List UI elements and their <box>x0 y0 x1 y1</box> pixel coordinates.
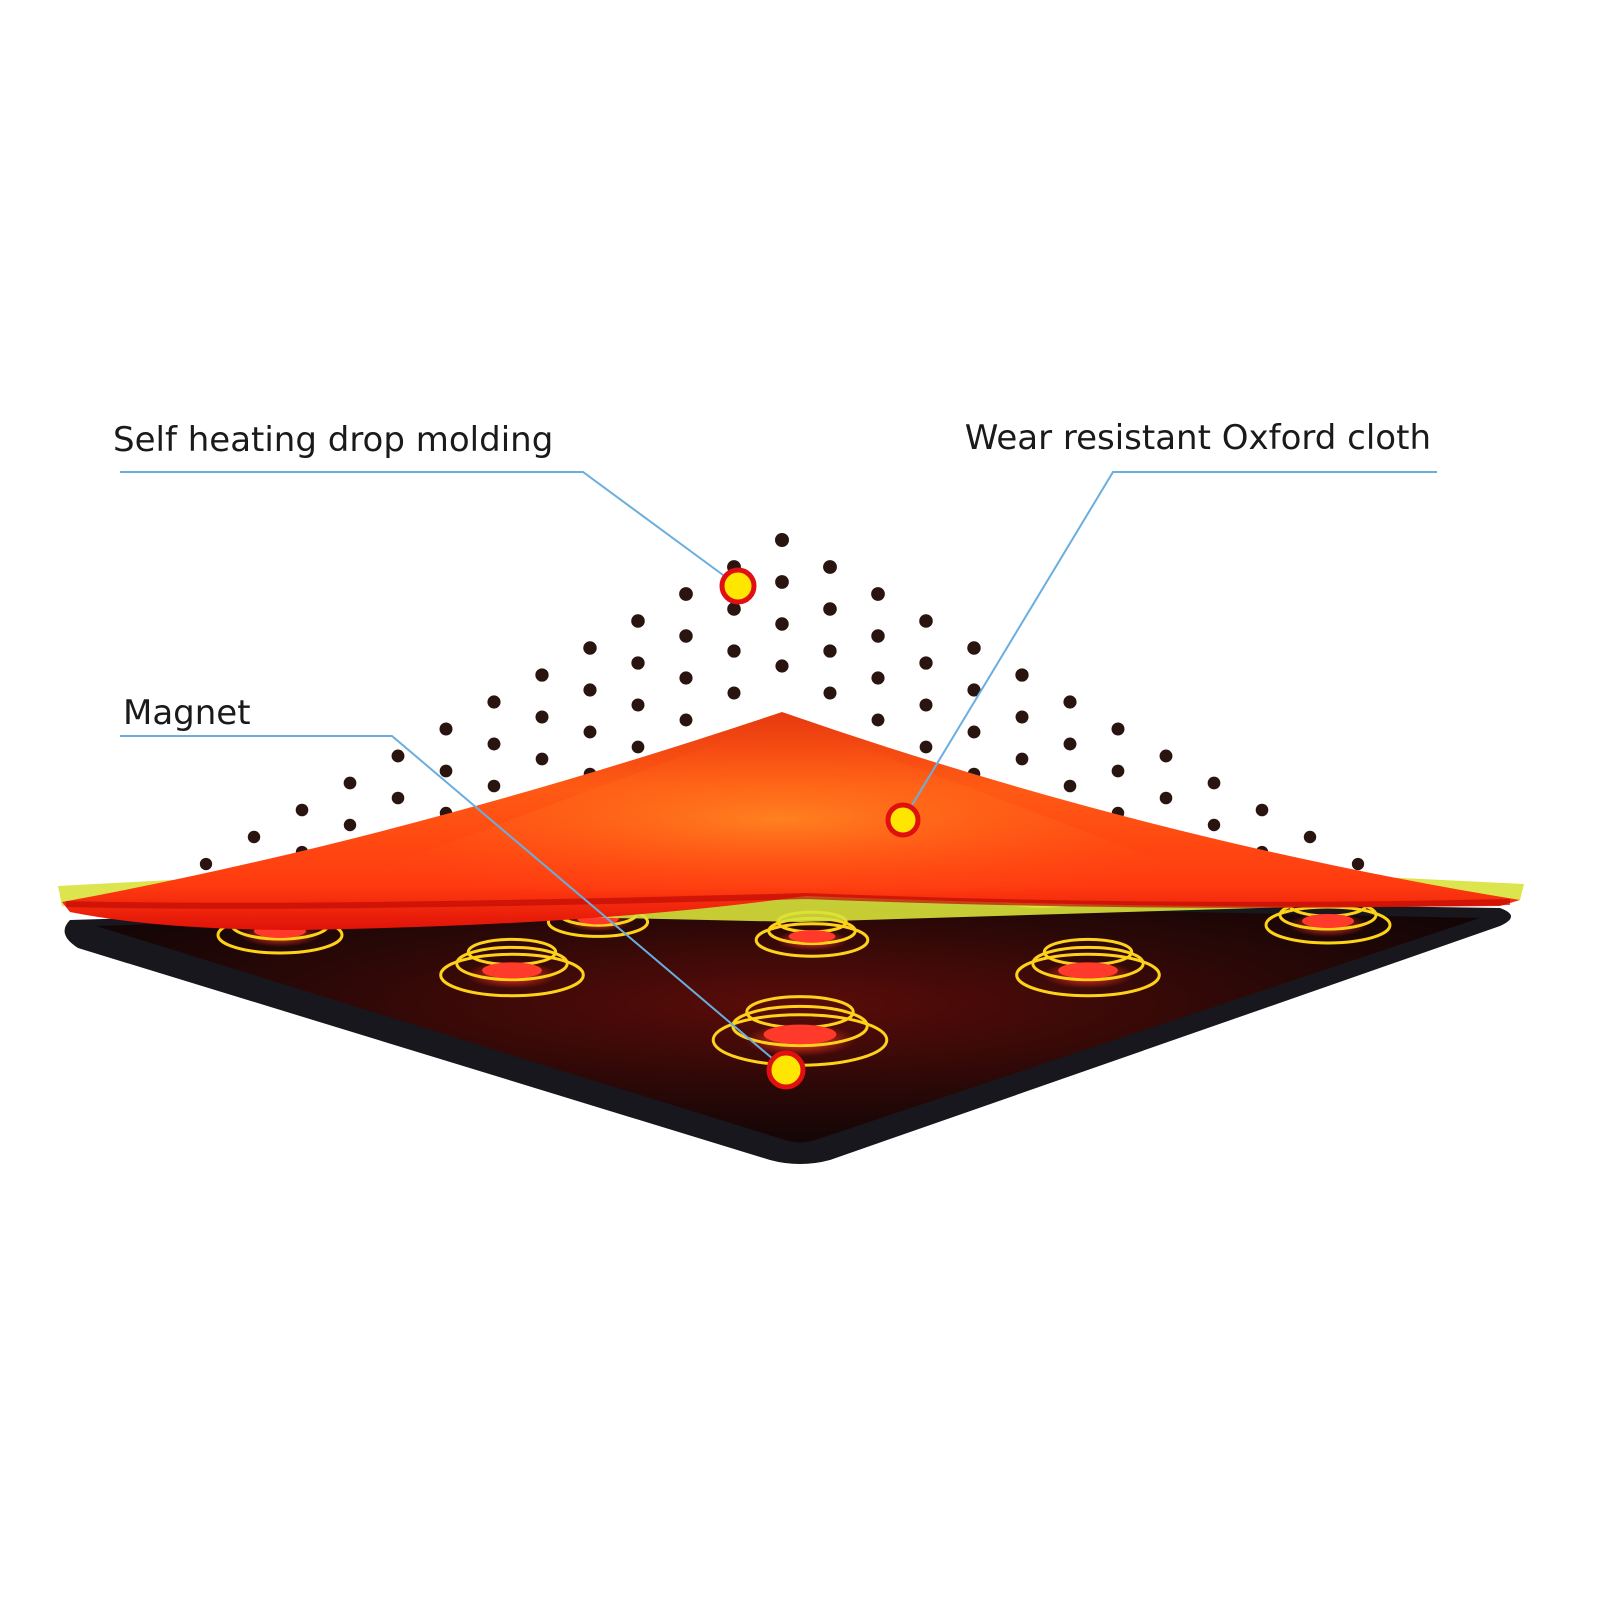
drop-dot <box>967 641 981 655</box>
drop-dot <box>1303 830 1317 844</box>
magnet-marker <box>766 1050 806 1090</box>
drop-dot <box>487 695 501 709</box>
drop-dot <box>967 725 981 739</box>
drop-dot <box>727 602 741 616</box>
drop-dot <box>1063 695 1077 709</box>
drop-dot <box>1159 749 1173 763</box>
drop-dot <box>775 575 789 589</box>
drop-dot <box>391 791 405 805</box>
drop-dot <box>871 629 885 643</box>
drop-dot <box>1015 710 1029 724</box>
drop-dot <box>775 659 789 673</box>
drop-dot <box>199 857 213 871</box>
drop-dot <box>1063 779 1077 793</box>
drop-dot <box>487 779 501 793</box>
drop-dot <box>1159 791 1173 805</box>
drop-dot <box>631 698 645 712</box>
drop-dot <box>439 764 453 778</box>
drop-dot <box>823 602 837 616</box>
drop-dot <box>871 587 885 601</box>
drop-dot <box>631 656 645 670</box>
self-heating-marker <box>719 567 757 605</box>
drop-dot <box>535 668 549 682</box>
drop-dot <box>247 830 261 844</box>
magnet-icon <box>439 937 585 998</box>
drop-dot <box>343 776 357 790</box>
oxford-cloth-leader-line <box>902 471 1437 821</box>
drop-dot <box>679 587 693 601</box>
drop-dot <box>1255 803 1269 817</box>
drop-dot <box>823 644 837 658</box>
drop-dot <box>583 641 597 655</box>
self-heating-dot-layer <box>199 533 1365 886</box>
drop-dot <box>343 818 357 832</box>
magnet-icon <box>754 910 870 958</box>
drop-dot <box>1111 722 1125 736</box>
magnet-icon <box>1015 937 1161 998</box>
drop-dot <box>679 629 693 643</box>
magnet-label: Magnet <box>123 693 251 733</box>
drop-dot <box>679 671 693 685</box>
drop-dot <box>919 656 933 670</box>
drop-dot <box>439 722 453 736</box>
self-heating-leader-line <box>120 471 739 587</box>
drop-dot <box>727 644 741 658</box>
drop-dot <box>919 698 933 712</box>
drop-dot <box>1351 857 1365 871</box>
drop-dot <box>967 683 981 697</box>
magnet-leader-line <box>120 735 787 1071</box>
drop-dot <box>1063 737 1077 751</box>
magnet-icon <box>711 995 889 1067</box>
callout-markers <box>719 567 921 1090</box>
oxford-cloth-label: Wear resistant Oxford cloth <box>965 418 1431 458</box>
drop-dot <box>871 713 885 727</box>
drop-dot <box>631 614 645 628</box>
drop-dot <box>1207 818 1221 832</box>
self-heating-label: Self heating drop molding <box>113 420 553 460</box>
drop-dot <box>1015 668 1029 682</box>
drop-dot <box>487 737 501 751</box>
drop-dot <box>583 683 597 697</box>
magnet-group <box>216 856 1392 1067</box>
drop-dot <box>1111 764 1125 778</box>
drop-dot <box>919 740 933 754</box>
drop-dot <box>871 671 885 685</box>
oxford-cloth-marker <box>885 802 921 838</box>
drop-dot <box>295 803 309 817</box>
drop-dot <box>535 710 549 724</box>
drop-dot <box>1207 776 1221 790</box>
drop-dot <box>823 560 837 574</box>
drop-dot <box>1015 752 1029 766</box>
drop-dot <box>535 752 549 766</box>
drop-dot <box>727 686 741 700</box>
drop-dot <box>391 749 405 763</box>
drop-dot <box>583 725 597 739</box>
drop-dot <box>823 686 837 700</box>
drop-dot <box>679 713 693 727</box>
drop-dot <box>919 614 933 628</box>
leader-lines <box>120 471 1437 1071</box>
drop-dot <box>631 740 645 754</box>
oxford-cloth-layer <box>62 712 1520 930</box>
drop-dot <box>775 617 789 631</box>
drop-dot <box>775 533 789 547</box>
